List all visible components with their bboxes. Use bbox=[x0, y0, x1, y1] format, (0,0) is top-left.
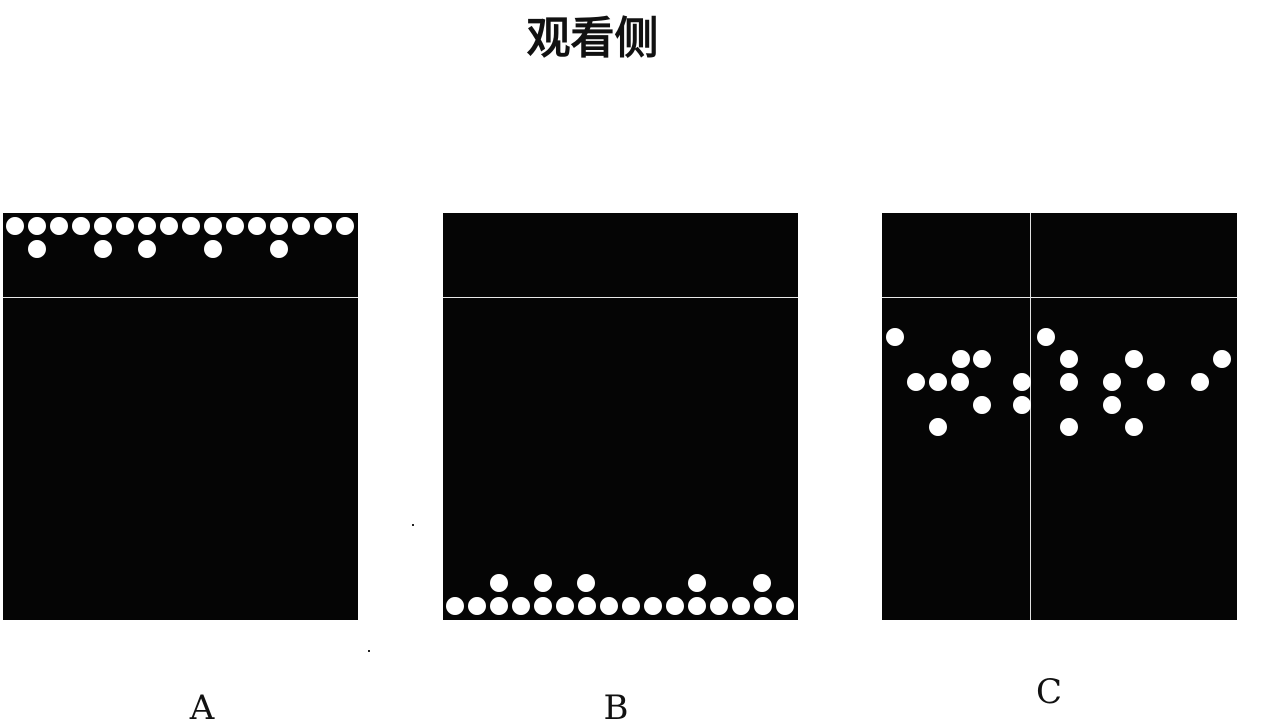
particle bbox=[1191, 373, 1209, 391]
particle bbox=[710, 597, 728, 615]
horizontal-divider bbox=[3, 297, 358, 298]
particle bbox=[1060, 350, 1078, 368]
particle bbox=[754, 597, 772, 615]
particle bbox=[952, 350, 970, 368]
speck bbox=[412, 524, 414, 526]
particle bbox=[490, 574, 508, 592]
particle bbox=[556, 597, 574, 615]
horizontal-divider bbox=[443, 297, 798, 298]
cell-panel-c bbox=[882, 213, 1237, 620]
particle bbox=[1060, 373, 1078, 391]
particle bbox=[204, 217, 222, 235]
particle bbox=[94, 240, 112, 258]
cell-panel-b bbox=[443, 213, 798, 620]
particle bbox=[160, 217, 178, 235]
particle bbox=[577, 574, 595, 592]
particle bbox=[753, 574, 771, 592]
particle bbox=[1013, 373, 1031, 391]
particle bbox=[534, 574, 552, 592]
particle bbox=[1103, 373, 1121, 391]
particle bbox=[182, 217, 200, 235]
particle bbox=[270, 217, 288, 235]
particle bbox=[28, 217, 46, 235]
particle bbox=[644, 597, 662, 615]
particle bbox=[490, 597, 508, 615]
particle bbox=[1213, 350, 1231, 368]
particle bbox=[512, 597, 530, 615]
particle bbox=[72, 217, 90, 235]
particle bbox=[94, 217, 112, 235]
particle bbox=[600, 597, 618, 615]
particle bbox=[6, 217, 24, 235]
particle bbox=[776, 597, 794, 615]
particle bbox=[270, 240, 288, 258]
particle bbox=[951, 373, 969, 391]
particle bbox=[688, 597, 706, 615]
panel-label-b: B bbox=[586, 688, 646, 728]
particle bbox=[1125, 350, 1143, 368]
particle bbox=[248, 217, 266, 235]
panel-label-c: C bbox=[1019, 672, 1079, 712]
particle bbox=[226, 217, 244, 235]
panel-label-a: A bbox=[172, 688, 232, 728]
particle bbox=[732, 597, 750, 615]
cell-panel-a bbox=[3, 213, 358, 620]
particle bbox=[1013, 396, 1031, 414]
particle bbox=[929, 418, 947, 436]
particle bbox=[292, 217, 310, 235]
particle bbox=[534, 597, 552, 615]
particle bbox=[1147, 373, 1165, 391]
particle bbox=[622, 597, 640, 615]
particle bbox=[28, 240, 46, 258]
particle bbox=[204, 240, 222, 258]
particle bbox=[578, 597, 596, 615]
speck bbox=[368, 650, 370, 652]
particle bbox=[138, 240, 156, 258]
particle bbox=[446, 597, 464, 615]
particle bbox=[1125, 418, 1143, 436]
particle bbox=[116, 217, 134, 235]
particle bbox=[666, 597, 684, 615]
particle bbox=[973, 350, 991, 368]
particle bbox=[886, 328, 904, 346]
particle bbox=[336, 217, 354, 235]
particle bbox=[688, 574, 706, 592]
particle bbox=[973, 396, 991, 414]
vertical-divider bbox=[1030, 213, 1031, 620]
particle bbox=[929, 373, 947, 391]
figure-title: 观看侧 bbox=[0, 2, 1185, 66]
particle bbox=[1060, 418, 1078, 436]
particle bbox=[1103, 396, 1121, 414]
particle bbox=[468, 597, 486, 615]
particle bbox=[50, 217, 68, 235]
particle bbox=[1037, 328, 1055, 346]
particle bbox=[138, 217, 156, 235]
particle bbox=[314, 217, 332, 235]
particle bbox=[907, 373, 925, 391]
horizontal-divider bbox=[882, 297, 1237, 298]
